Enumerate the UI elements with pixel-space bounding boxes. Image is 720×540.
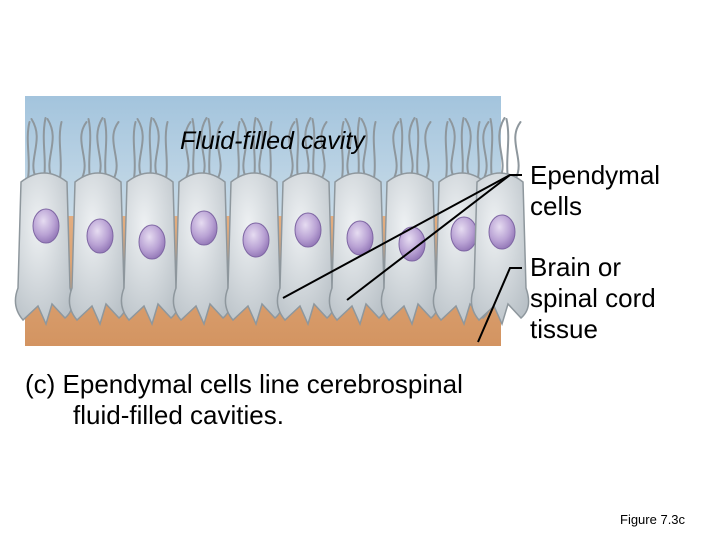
cilium (392, 121, 400, 179)
cell-nucleus (294, 212, 322, 248)
cilium (132, 121, 137, 179)
cilium (30, 118, 38, 179)
tissue-label-line-3: tissue (530, 314, 598, 344)
ependymal-cell (14, 172, 74, 327)
cell-nucleus (488, 214, 516, 250)
figure-caption: (c) Ependymal cells line cerebrospinal f… (25, 369, 625, 431)
cilium (112, 121, 120, 179)
fluid-filled-cavity-label: Fluid-filled cavity (180, 127, 365, 155)
cilium (216, 121, 224, 179)
cilium (444, 121, 449, 179)
ependymal-label-line-1: Ependymal (530, 160, 661, 190)
leader-lines (282, 174, 522, 343)
ependymal-label-line-2: cells (530, 191, 583, 221)
cilium (26, 121, 31, 179)
cilium (80, 121, 88, 179)
cell-nucleus (346, 220, 374, 256)
cilium (424, 121, 432, 179)
caption-line-2: fluid-filled cavities. (73, 400, 284, 430)
cilium (448, 118, 456, 179)
cilium (482, 121, 490, 179)
cilium (240, 118, 248, 179)
cell-nucleus (86, 218, 114, 254)
cilium (268, 121, 273, 179)
cilium (236, 121, 241, 179)
cilium (476, 121, 481, 179)
cilium (489, 118, 494, 179)
cilium (58, 121, 63, 179)
ependymal-leader-line-2 (346, 174, 511, 301)
cell-nucleus (32, 208, 60, 244)
cilium (505, 118, 510, 179)
cilium (87, 118, 92, 179)
cilium (191, 118, 196, 179)
cilia (26, 117, 522, 179)
cilium (288, 121, 296, 179)
cell-nucleus (242, 222, 270, 258)
ependymal-cells-label: Ependymal cells (530, 160, 715, 222)
cilium (184, 121, 192, 179)
cell-nucleus (450, 216, 478, 252)
cilium (514, 121, 522, 179)
cilium (320, 121, 328, 179)
cell-nucleus (138, 224, 166, 260)
figure-number: Figure 7.3c (620, 512, 686, 527)
cilium (164, 121, 169, 179)
cilium (136, 118, 144, 179)
cilium (344, 118, 352, 179)
brain-spinal-cord-tissue-label: Brain or spinal cord tissue (530, 252, 715, 345)
cilium (372, 121, 377, 179)
cell-nucleus (190, 210, 218, 246)
cilium (295, 118, 300, 179)
ependymal-cell-layer (14, 172, 530, 327)
ependymal-cell (172, 172, 232, 327)
tissue-leader-line (477, 267, 522, 343)
ependymal-cell (276, 172, 336, 327)
caption-line-1: (c) Ependymal cells line cerebrospinal (25, 369, 463, 399)
tissue-label-line-2: spinal cord (530, 283, 656, 313)
tissue-label-line-1: Brain or (530, 252, 622, 282)
cilium (340, 121, 345, 179)
cilium (399, 118, 404, 179)
